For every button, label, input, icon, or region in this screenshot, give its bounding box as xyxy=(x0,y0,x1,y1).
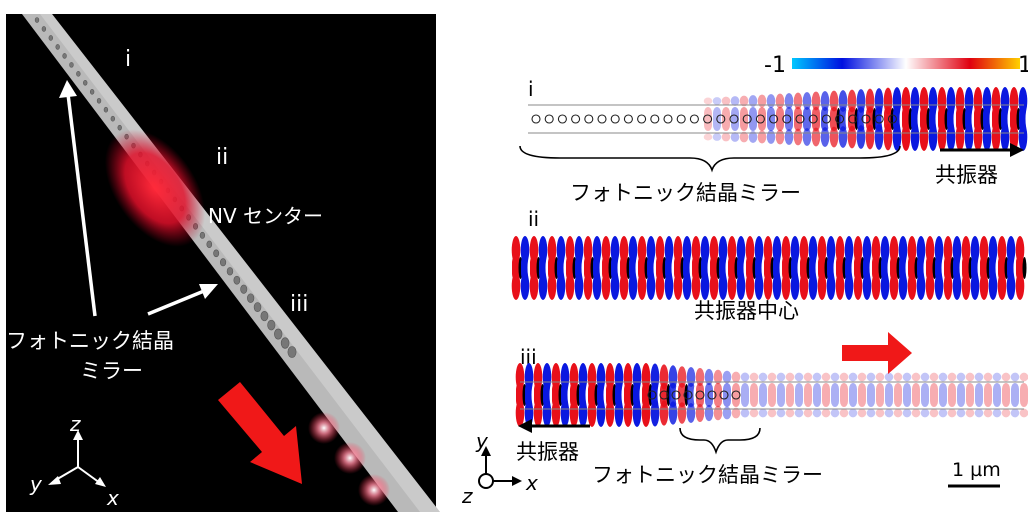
beam-hole xyxy=(213,249,220,258)
beam-hole xyxy=(48,35,53,41)
beam-hole xyxy=(280,337,290,349)
panel-iii-resonator-label: 共振器 xyxy=(516,440,579,464)
beam-hole xyxy=(253,302,262,313)
field-map-i xyxy=(703,87,1028,151)
propagation-arrow xyxy=(218,382,302,484)
beam-hole xyxy=(233,275,241,285)
colorbar-min-label: -1 xyxy=(764,53,786,78)
mirror-arrow-right xyxy=(147,289,205,316)
axes-2d: y z x xyxy=(461,429,538,508)
axis-z-2d: z xyxy=(461,484,473,508)
axis-y: y xyxy=(29,472,43,496)
beam-hole xyxy=(260,311,269,322)
right-simulation-panel: -1 1 i フォトニック結晶ミラー 共振器 ii 共振器中心 iii 共振器 … xyxy=(461,53,1028,508)
emission-sparkle xyxy=(358,474,390,506)
emission-sparkle xyxy=(334,442,366,474)
axes-3d: z y x xyxy=(29,412,119,510)
cavity-mode-glow xyxy=(104,129,206,247)
panel-i-mirror-label: フォトニック結晶ミラー xyxy=(570,181,801,205)
panel-i-label: i xyxy=(528,77,534,101)
scale-bar-label: 1 µm xyxy=(952,459,1001,481)
nv-center-label: NV センター xyxy=(208,204,323,228)
beam-hole xyxy=(55,44,60,50)
axis-x: x xyxy=(106,486,119,510)
beam-hole xyxy=(62,53,67,59)
label-i: i xyxy=(125,47,131,72)
holes-iii xyxy=(647,390,741,400)
colorbar-max-label: 1 xyxy=(1018,53,1028,78)
beam-hole xyxy=(96,97,102,104)
panel-iii-label: iii xyxy=(520,345,537,369)
beam-hole xyxy=(110,115,115,122)
beam-hole xyxy=(103,106,109,113)
holes-i xyxy=(531,114,897,124)
label-ii: ii xyxy=(216,145,228,170)
label-iii: iii xyxy=(290,292,308,317)
panel-ii-caption: 共振器中心 xyxy=(694,299,799,323)
beam-hole xyxy=(220,258,227,267)
mirror-brace-iii xyxy=(679,427,761,455)
beam-hole xyxy=(41,26,47,32)
left-3d-panel: i ii iii NV センター フォトニック結晶 ミラー z y x xyxy=(6,14,440,512)
beam-hole xyxy=(199,231,206,239)
propagation-arrow-iii xyxy=(842,332,912,374)
mirror-label-line1: フォトニック結晶 xyxy=(6,329,174,353)
panel-i-resonator-label: 共振器 xyxy=(935,163,998,187)
beam-hole xyxy=(76,71,81,77)
field-map-iii xyxy=(515,363,1028,427)
panel-ii-label: ii xyxy=(528,207,539,231)
field-map-ii xyxy=(511,236,1027,300)
panel-iii-mirror-label: フォトニック結晶ミラー xyxy=(592,463,823,487)
beam-hole xyxy=(117,124,122,131)
axis-x-2d: x xyxy=(525,471,538,495)
beam-hole xyxy=(247,293,255,303)
beam-hole xyxy=(226,267,234,276)
beam-hole xyxy=(89,88,95,95)
beam-hole xyxy=(274,328,283,340)
beam-hole xyxy=(267,319,276,331)
beam-hole xyxy=(206,240,213,248)
beam-hole xyxy=(287,346,297,358)
emission-sparkle xyxy=(308,412,340,444)
beam-hole xyxy=(83,80,88,86)
beam-hole xyxy=(69,62,74,68)
axis-z: z xyxy=(69,412,81,436)
mirror-arrow-up xyxy=(66,93,97,317)
axis-y-2d: y xyxy=(475,429,489,453)
beam-hole xyxy=(240,284,248,294)
mirror-label-line2: ミラー xyxy=(80,359,143,383)
mirror-brace-i xyxy=(519,145,901,173)
beam-hole xyxy=(34,17,40,23)
colorbar xyxy=(792,58,1020,69)
